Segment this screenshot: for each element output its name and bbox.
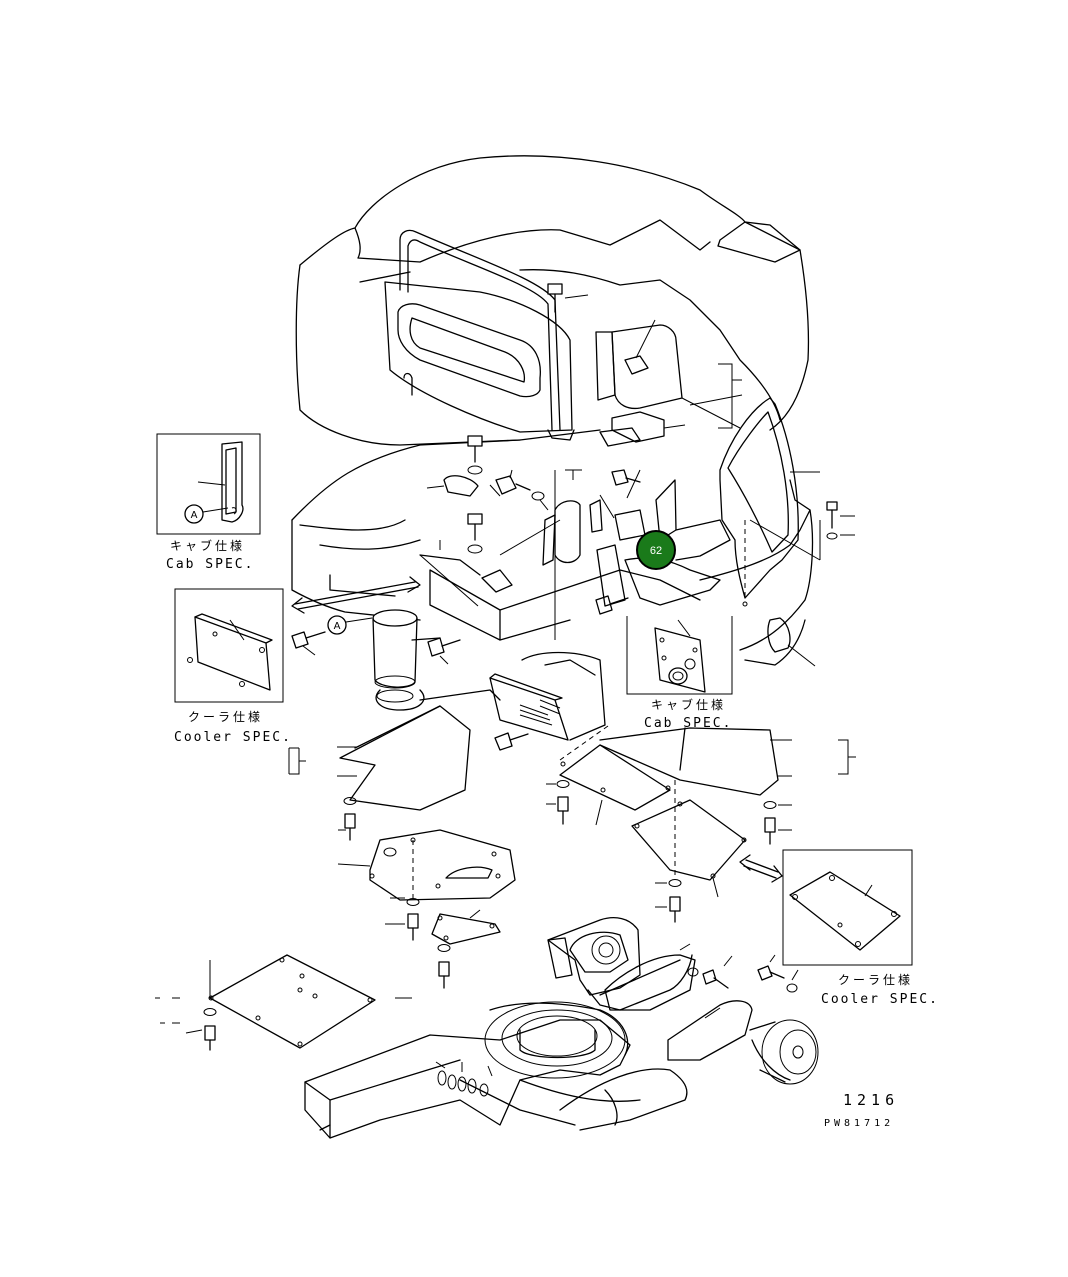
left-bracket-lines [288, 739, 856, 777]
inset-label-en: Cooler SPEC. [821, 992, 939, 1007]
swivel-bolts [291, 595, 629, 665]
upper-bolt-group [426, 435, 641, 554]
inset-label-en: Cab SPEC. [166, 557, 254, 572]
hood-bolt [547, 283, 589, 313]
center-bracket-plates [542, 469, 731, 640]
lower-cover-plate-a [337, 829, 516, 901]
inset-cooler-spec-left: クーラ仕様 Cooler SPEC. [174, 588, 292, 745]
inset-label-en: Cab SPEC. [644, 716, 732, 731]
bolt-clusters-lower-right [687, 954, 799, 993]
bolt-stack-left [338, 797, 357, 841]
inset-label-jp: キャブ仕様 [170, 538, 245, 553]
swivel-joint [372, 609, 501, 711]
hose-pulley [749, 1019, 819, 1085]
inset-cab-spec-center: キャブ仕様 Cab SPEC. [626, 616, 733, 731]
lower-cover-plate-b [431, 909, 501, 945]
bolt-stack-mid [546, 780, 570, 825]
callout-a-upper: A [184, 504, 229, 524]
floor-plate [155, 954, 412, 1051]
inset-label-jp: キャブ仕様 [651, 697, 726, 712]
hotspot-62[interactable]: 62 [636, 530, 676, 570]
right-bolt-set [826, 501, 855, 540]
revolving-frame-cover [291, 429, 816, 667]
swing-circle-bearing [484, 1001, 626, 1079]
counterweight-lower [559, 1068, 688, 1131]
battery-cover-plate [595, 319, 743, 447]
boom-bracket [547, 917, 693, 1011]
figure-number: 1216 [843, 1091, 899, 1109]
main-frame-center [419, 519, 701, 641]
double-arrow-right [739, 854, 783, 883]
inset-cooler-spec-right: クーラ仕様 Cooler SPEC. [782, 849, 939, 1007]
side-door-panel [384, 281, 573, 433]
louver-slats [519, 699, 561, 726]
hotspot-label: 62 [650, 545, 662, 557]
bolt-stack-lower [385, 879, 682, 989]
inset-cab-spec-top-left: キャブ仕様 Cab SPEC. [156, 433, 261, 572]
hand-rail [399, 229, 575, 441]
inset-label-jp: クーラ仕様 [188, 710, 263, 724]
inset-label-jp: クーラ仕様 [838, 973, 913, 987]
cover-plate-side [604, 943, 753, 1061]
bolt-stack-right [763, 801, 792, 845]
drawing-code: PW81712 [824, 1118, 894, 1129]
inset-label-en: Cooler SPEC. [174, 730, 292, 745]
double-arrow-left [291, 576, 421, 614]
track-rollers [435, 1061, 493, 1097]
callout-a-label: A [191, 510, 198, 521]
air-intake-duct [719, 397, 821, 607]
callout-a-lower: A [327, 615, 373, 635]
engine-under-cover [489, 651, 606, 751]
under-cover-plates [339, 705, 779, 898]
lower-frame [304, 1002, 641, 1139]
callout-a-label: A [334, 621, 341, 632]
